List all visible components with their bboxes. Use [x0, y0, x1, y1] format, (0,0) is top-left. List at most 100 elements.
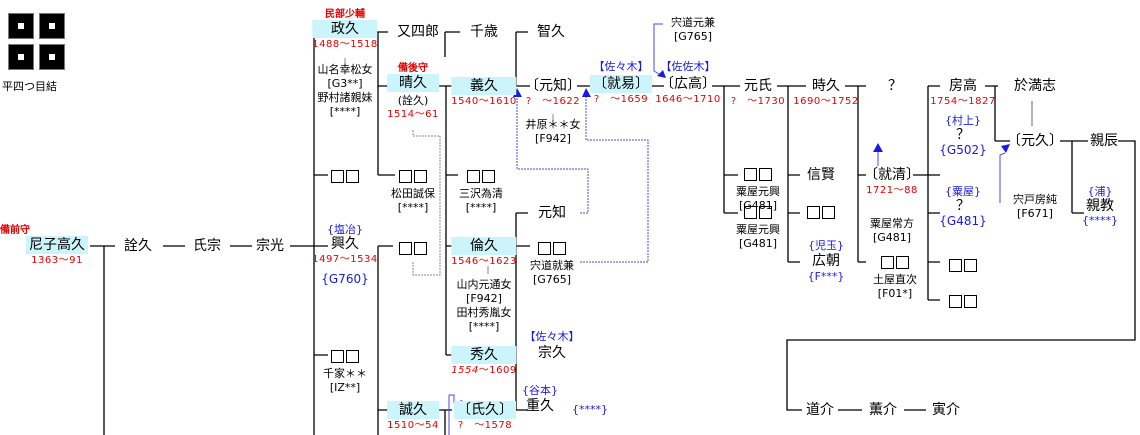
person-dates: 1488～1518: [312, 39, 378, 50]
person-okihisa[interactable]: {塩冶} 興久 1497～1534 {G760}: [312, 224, 377, 285]
person-alt-name: (詮久): [397, 94, 429, 107]
person-mototomo2[interactable]: 元知: [538, 205, 566, 221]
connector: [777, 85, 806, 263]
spouse-name: 野村諸親妹: [317, 91, 373, 104]
connector: [786, 140, 1136, 411]
person-haruhisa[interactable]: 備後守 晴久 (詮久) 1514～61: [387, 64, 439, 120]
spouse-name: 宍道就兼: [530, 259, 574, 272]
adoption-link: [580, 96, 649, 263]
spouse-name: 土屋直次: [873, 273, 917, 286]
person-chikanori[interactable]: {浦} 親教 {****}: [1082, 186, 1118, 226]
person-hidehisa[interactable]: 秀久 1554～1609: [451, 346, 517, 376]
unknown-name-icon: [736, 166, 780, 182]
person-unknown-t1[interactable]: [806, 204, 836, 220]
person-unknown-f2[interactable]: [948, 293, 978, 309]
connector: [1060, 140, 1088, 214]
person-motouji[interactable]: 元氏 ? ～1730: [731, 77, 785, 107]
person-unknown-g[interactable]: 千家＊＊ [IZ**]: [323, 348, 367, 393]
person-ujihisa[interactable]: 〔氏久〕 ? ～1578: [454, 401, 516, 431]
hirotaka-adoption-source[interactable]: 宍道元兼 [G765]: [671, 17, 715, 42]
spouse-name: 粟屋元興: [736, 185, 780, 198]
spouse-code: [****]: [329, 105, 361, 118]
person-hirotaka[interactable]: 【佐佐木】 〔広高〕 1646～1710: [655, 61, 720, 105]
person-unknown1[interactable]: ？: [888, 78, 902, 94]
person-munemitsu[interactable]: 宗光: [256, 238, 284, 254]
arrow-icon: [582, 88, 591, 97]
person-munehisa[interactable]: 【佐々木】 宗久: [525, 331, 580, 362]
person-takahisa[interactable]: 備前守 尼子高久 1363～91: [0, 226, 88, 266]
crest-label: 平四つ目結: [2, 80, 57, 93]
person-narikiyo[interactable]: 〔就清〕 1721～88 粟屋常方 [G481]: [861, 166, 923, 243]
person-unknown-b[interactable]: 松田誠保 [****]: [391, 168, 435, 213]
person-dates: ? ～1622: [525, 96, 581, 107]
person-dates: 1497～1534: [312, 254, 378, 265]
person-unknown-m2[interactable]: 粟屋元興 [G481]: [736, 204, 780, 249]
unknown-name-icon: [459, 168, 503, 184]
person-unknown-a[interactable]: [330, 168, 360, 184]
person-tomohisa2[interactable]: 倫久 1546～1623 山内元通女 [F942] 田村秀胤女 [****]: [451, 237, 517, 333]
person-norihisa[interactable]: 詮久: [124, 238, 152, 254]
person-chikatatsu[interactable]: 親辰: [1090, 133, 1118, 149]
unknown-name-icon: [948, 293, 978, 309]
spouse-name: 山内元通女: [456, 278, 512, 291]
person-sanehisa[interactable]: 誠久 1510～54: [387, 401, 439, 431]
person-nobukata[interactable]: 信賢: [807, 167, 835, 183]
person-unknown-e[interactable]: 宍道就兼 [G765]: [530, 240, 574, 285]
connector: [845, 85, 866, 263]
person-name: 尼子高久: [26, 236, 88, 254]
unknown-name-icon: [330, 168, 360, 184]
connector: [412, 130, 441, 276]
spouse-code: [F01*]: [877, 287, 913, 300]
connector: [90, 245, 115, 435]
clan-label: {児玉}: [807, 239, 844, 252]
spouse-name: 松田誠保: [391, 187, 435, 200]
shigehisa-code: {****}: [572, 403, 608, 416]
person-unknown-m1[interactable]: 粟屋元興 [G481]: [736, 166, 780, 211]
person-chitose[interactable]: 千歳: [470, 24, 498, 40]
person-matashiro[interactable]: 又四郎: [397, 24, 439, 40]
person-yoshihisa[interactable]: 義久 1540～1610: [451, 77, 517, 107]
motohisa-adoption-source[interactable]: 宍戸房純 [F671]: [1013, 194, 1057, 219]
person-dates: 1540～1610: [451, 96, 517, 107]
person-mototomo[interactable]: 〔元知〕 ? ～1622 井原＊＊女 [F942]: [522, 77, 584, 144]
person-unknown-c[interactable]: 三沢為清 [****]: [459, 168, 503, 213]
person-dates: ? ～1578: [457, 420, 513, 431]
adoption-link: [653, 23, 663, 75]
person-unknown-f1[interactable]: [948, 257, 978, 273]
spouse-name: 千家＊＊: [323, 367, 367, 380]
person-torasuke[interactable]: 寅介: [932, 402, 960, 418]
person-hirotomo[interactable]: {児玉} 広朝 {F***}: [808, 240, 845, 282]
connector: [344, 58, 554, 274]
person-name: 〔広高〕: [660, 76, 716, 92]
person-name: 房高: [949, 78, 977, 94]
person-name: 誠久: [387, 401, 439, 419]
person-masahisa[interactable]: 民部少輔 政久 1488～1518 山名幸松女 [G3**] 野村諸親妹 [**…: [312, 10, 378, 118]
adopted-code: [G481]: [872, 231, 912, 244]
person-name: 時久: [812, 78, 840, 94]
person-dates: 1721～88: [866, 185, 918, 196]
person-unknown-n1[interactable]: 土屋直次 [F01*]: [873, 254, 917, 299]
person-omanshi[interactable]: 於満志: [1014, 78, 1056, 94]
person-unknown2[interactable]: {村上} ？ {G502}: [939, 115, 986, 156]
person-unknown3[interactable]: {粟屋} ？ {G481}: [939, 186, 986, 227]
clan-label: {谷本}: [522, 384, 558, 397]
connector: [444, 31, 460, 57]
person-tomohisa[interactable]: 智久: [537, 24, 565, 40]
person-nariyasu[interactable]: 【佐々木】 〔就易〕 ? ～1659: [590, 61, 652, 105]
person-unknown-d[interactable]: [398, 240, 428, 256]
person-dosuke[interactable]: 道介: [806, 402, 834, 418]
person-shigehisa[interactable]: {谷本} 重久: [522, 385, 558, 415]
person-title: 備後守: [398, 63, 428, 74]
person-code: {****}: [1082, 214, 1118, 227]
spouse-code: [IZ**]: [329, 381, 361, 394]
unknown-name-icon: [948, 257, 978, 273]
spouse-code: [****]: [468, 320, 500, 333]
person-dates: 1754～1827: [930, 96, 996, 107]
person-fusataka[interactable]: 房高 1754～1827: [930, 77, 995, 107]
person-kunsuke[interactable]: 薫介: [869, 402, 897, 418]
person-ujimune[interactable]: 氏宗: [193, 238, 221, 254]
person-motohisa[interactable]: 〔元久〕: [1007, 133, 1063, 149]
person-tokihisa[interactable]: 時久 1690～1752: [793, 77, 858, 107]
person-birth-year: 1554: [451, 365, 479, 376]
